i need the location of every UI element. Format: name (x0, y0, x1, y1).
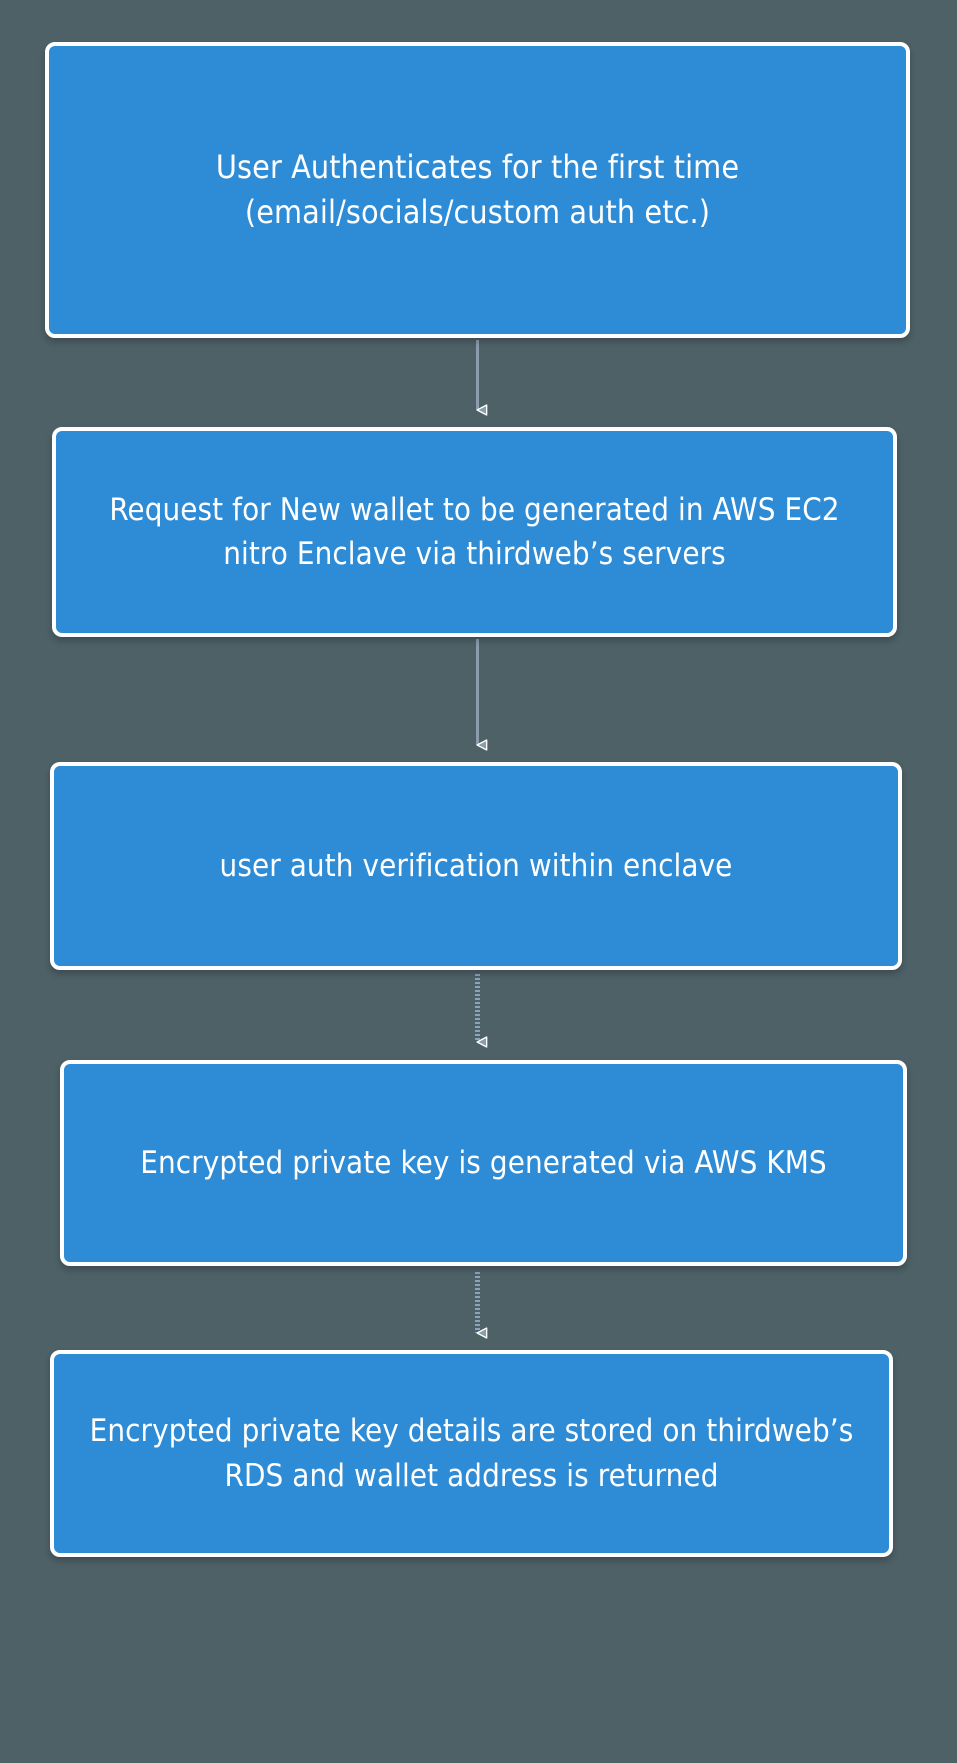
flow-node-key-details-stored[interactable]: Encrypted private key details are stored… (50, 1350, 893, 1557)
flow-node-label: Encrypted private key is generated via A… (140, 1144, 827, 1181)
flow-node-user-auth-verification[interactable]: user auth verification within enclave (50, 762, 902, 970)
flow-node-label: user auth verification within enclave (219, 847, 733, 884)
flow-node-request-new-wallet[interactable]: Request for New wallet to be generated i… (52, 427, 897, 637)
flow-node-label: User Authenticates for the first time (e… (215, 147, 740, 231)
flow-node-encrypted-key-generated[interactable]: Encrypted private key is generated via A… (60, 1060, 907, 1266)
flow-node-user-authenticates[interactable]: User Authenticates for the first time (e… (45, 42, 910, 338)
flow-node-label: Encrypted private key details are stored… (89, 1413, 854, 1494)
flow-node-label: Request for New wallet to be generated i… (109, 491, 840, 572)
